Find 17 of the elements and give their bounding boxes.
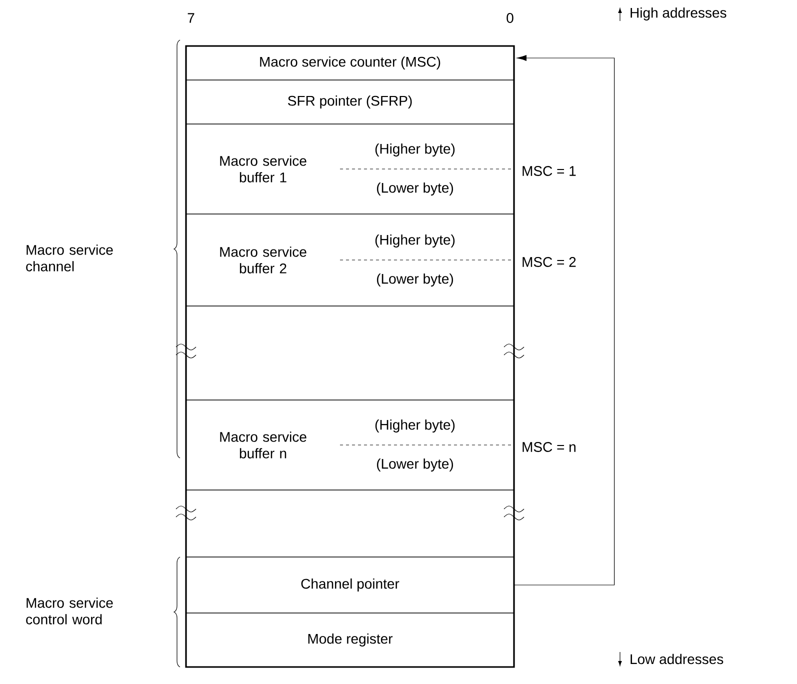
node-label: Macro service counter (MSC) <box>260 56 440 70</box>
bit-number: 7 <box>188 13 194 23</box>
bit-number: 0 <box>506 13 514 23</box>
msc-value: MSC = n <box>522 442 576 452</box>
memory-row: Macro service buffer n (Higher byte) (Lower byte) <box>186 400 514 490</box>
address-label: High addresses <box>630 7 726 21</box>
msc-value: MSC = 1 <box>522 166 576 176</box>
memory-row: SFR pointer (SFRP) <box>186 80 514 124</box>
memory-row: Macro service buffer 1 (Higher byte) (Lower byte) <box>186 124 514 214</box>
arrow <box>514 55 615 586</box>
address-label: Low addresses <box>630 654 724 664</box>
memory-row: Macro service buffer 2 (Higher byte) (Lower byte) <box>186 214 514 306</box>
bracket-label: Macro service control word <box>26 598 113 624</box>
memory-row: Mode register <box>186 612 514 668</box>
bracket-label: Macro service channel <box>26 244 113 272</box>
memory-row: Channel pointer <box>186 556 514 614</box>
msc-value: MSC = 2 <box>522 257 576 267</box>
